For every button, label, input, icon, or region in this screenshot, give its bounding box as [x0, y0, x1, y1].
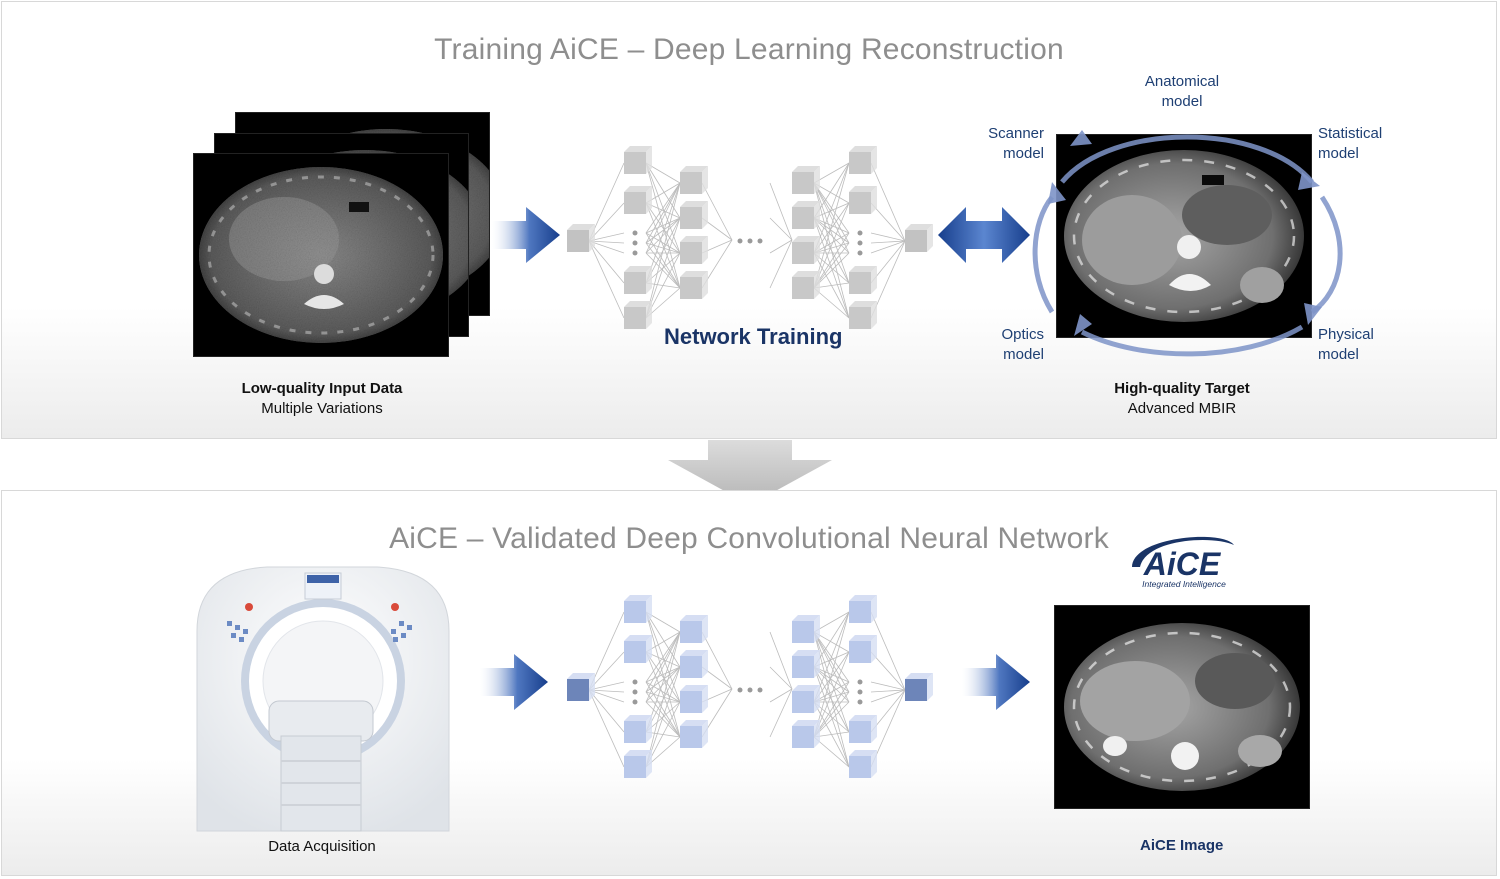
training-panel: Training AiCE – Deep Learning Reconstruc…: [1, 1, 1497, 439]
network-node: [624, 266, 652, 294]
ellipsis-dot: [737, 238, 743, 244]
training-title: Training AiCE – Deep Learning Reconstruc…: [434, 33, 1064, 66]
network-node: [567, 224, 595, 252]
network-node: [849, 635, 877, 663]
network-node: [849, 266, 877, 294]
acquisition-arrow: [480, 654, 548, 710]
anatomical-model-label: Anatomical model: [1144, 73, 1220, 110]
data-acquisition-caption: Data Acquisition: [268, 838, 376, 855]
ct-scanner-illustration: [196, 566, 450, 832]
layer-ellipsis-dot: [632, 699, 638, 705]
network-node: [849, 750, 877, 778]
network-node: [792, 720, 820, 748]
network-node: [792, 685, 820, 713]
validated-network-panel: AiCE – Validated Deep Convolutional Neur…: [1, 490, 1497, 876]
network-node: [680, 271, 708, 299]
aice-ct-image: [1054, 605, 1310, 809]
network-node: [567, 673, 595, 701]
input-arrow: [492, 207, 560, 263]
network-node: [624, 301, 652, 329]
statistical-model-label: Statistical model: [1318, 125, 1383, 162]
network-node: [680, 236, 708, 264]
network-node: [792, 166, 820, 194]
network-node: [680, 685, 708, 713]
network-node: [680, 720, 708, 748]
network-training-label: Network Training: [664, 324, 843, 349]
network-node: [680, 615, 708, 643]
target-ct-image: [1056, 134, 1312, 338]
network-node: [849, 715, 877, 743]
network-node: [849, 301, 877, 329]
ellipsis-dot: [747, 238, 753, 244]
down-arrow: [668, 440, 832, 505]
double-arrow: [938, 207, 1030, 263]
network-node: [624, 595, 652, 623]
input-caption: Low-quality Input Data Multiple Variatio…: [241, 380, 403, 417]
network-node: [680, 650, 708, 678]
training-network-graph: [567, 146, 933, 329]
layer-ellipsis-dot: [857, 699, 863, 705]
aice-logo: AiCE Integrated Intelligence: [1132, 536, 1234, 589]
ellipsis-dot: [757, 238, 763, 244]
network-node: [792, 650, 820, 678]
network-node: [624, 186, 652, 214]
optics-model-label: Optics model: [1001, 326, 1044, 363]
network-node: [792, 271, 820, 299]
network-node: [624, 715, 652, 743]
network-node: [792, 615, 820, 643]
network-node: [680, 201, 708, 229]
validated-network-graph: [567, 595, 933, 778]
layer-ellipsis-dot: [632, 250, 638, 256]
layer-ellipsis-dot: [632, 689, 638, 695]
network-node: [849, 186, 877, 214]
aice-logo-tagline: Integrated Intelligence: [1142, 579, 1226, 589]
input-ct-image-front: [193, 153, 449, 357]
network-node: [624, 635, 652, 663]
aice-image-caption: AiCE Image: [1140, 837, 1224, 854]
network-node: [849, 146, 877, 174]
output-arrow: [962, 654, 1030, 710]
layer-ellipsis-dot: [857, 230, 863, 236]
network-node: [905, 224, 933, 252]
layer-ellipsis-dot: [857, 250, 863, 256]
aice-logo-text: AiCE: [1143, 546, 1222, 582]
layer-ellipsis-dot: [857, 689, 863, 695]
network-node: [680, 166, 708, 194]
network-node: [624, 146, 652, 174]
target-caption: High-quality Target Advanced MBIR: [1114, 380, 1250, 417]
ellipsis-dot: [747, 687, 753, 693]
layer-ellipsis-dot: [632, 230, 638, 236]
ellipsis-dot: [757, 687, 763, 693]
network-node: [849, 595, 877, 623]
network-node: [792, 236, 820, 264]
model-cycle-arrows: [1032, 130, 1343, 357]
layer-ellipsis-dot: [632, 240, 638, 246]
layer-ellipsis-dot: [857, 679, 863, 685]
validated-network-title: AiCE – Validated Deep Convolutional Neur…: [389, 522, 1109, 555]
network-node: [792, 201, 820, 229]
scanner-model-label: Scanner model: [988, 125, 1044, 162]
network-node: [905, 673, 933, 701]
ellipsis-dot: [737, 687, 743, 693]
network-node: [624, 750, 652, 778]
layer-ellipsis-dot: [857, 240, 863, 246]
layer-ellipsis-dot: [632, 679, 638, 685]
physical-model-label: Physical model: [1318, 326, 1374, 363]
